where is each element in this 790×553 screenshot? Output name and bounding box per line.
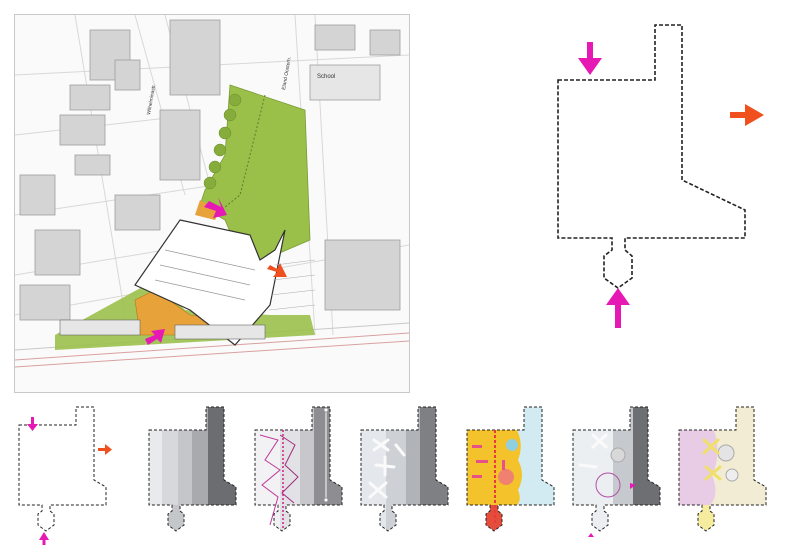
entry-arrow-north-icon (204, 197, 227, 218)
site-plan-drawing: School Wilhelminastr. Eland Oosterh. (15, 15, 409, 368)
entry-arrow-bottom-icon (606, 288, 630, 328)
mini-program-colors (462, 405, 562, 545)
school-label: School (317, 74, 335, 80)
building-footprint (557, 24, 746, 289)
mini-exit-icon (105, 444, 112, 455)
entry-arrow-top-icon (578, 42, 602, 75)
mini-entry-icon (27, 424, 38, 431)
mini-circulation (250, 405, 350, 545)
building-outline-diagram (540, 20, 780, 340)
mini-grey-zones (144, 405, 244, 545)
mini-light-shapes (356, 405, 456, 545)
mini-pastel-program (674, 405, 774, 545)
mini-outline-arrows (14, 405, 114, 545)
site-plan: School Wilhelminastr. Eland Oosterh. (14, 14, 410, 393)
entry-arrow-south-icon (145, 329, 165, 345)
street-label-west: Wilhelminastr. (146, 84, 157, 116)
exit-arrow-right-icon (730, 104, 764, 126)
mini-grey-circles (568, 405, 668, 545)
street-label-east: Eland Oosterh. (281, 56, 293, 90)
main-building (134, 219, 286, 346)
exit-arrow-icon (267, 263, 287, 277)
